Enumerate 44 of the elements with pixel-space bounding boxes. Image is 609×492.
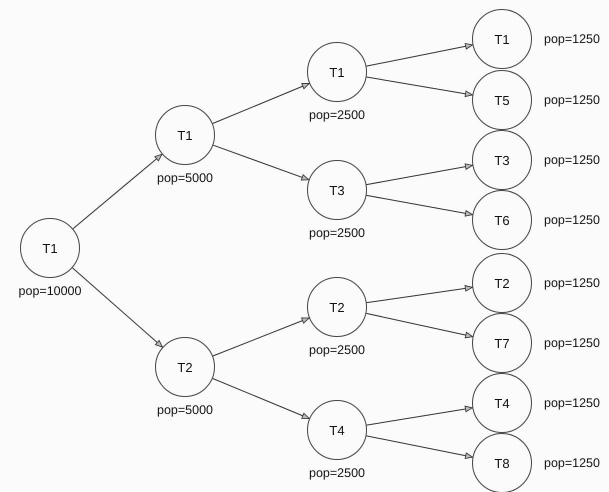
arrow (366, 43, 474, 67)
population-label: pop=1250 (544, 396, 600, 410)
arrow (366, 285, 473, 304)
population-label: pop=5000 (157, 403, 213, 417)
arrow (212, 318, 310, 356)
node-label: T7 (494, 336, 510, 350)
arrow (366, 163, 473, 186)
population-label: pop=1250 (544, 456, 600, 470)
node-label: T3 (329, 182, 345, 198)
arrow (72, 267, 163, 348)
arrow (366, 76, 473, 97)
arrow (212, 378, 310, 420)
node-label: T1 (329, 64, 345, 80)
population-label: pop=2500 (309, 343, 365, 357)
node-label: T6 (494, 212, 510, 228)
arrow (72, 154, 162, 230)
node-label: T1 (42, 240, 58, 256)
population-label: pop=1250 (544, 213, 600, 227)
node-label: T1 (494, 32, 510, 46)
node-label: T4 (329, 422, 345, 438)
node-label: T5 (494, 92, 510, 108)
arrow (366, 194, 473, 217)
node-label: T2 (329, 300, 345, 314)
population-label: pop=10000 (18, 284, 82, 298)
node-label: T4 (494, 396, 510, 410)
arrow (366, 312, 474, 338)
population-label: pop=2500 (309, 108, 365, 122)
population-label: pop=5000 (157, 171, 213, 185)
population-label: pop=1250 (544, 276, 600, 290)
node-label: T2 (177, 360, 193, 374)
node-label: T1 (177, 128, 193, 142)
population-label: pop=1250 (544, 153, 600, 167)
node-label: T2 (494, 276, 510, 290)
population-label: pop=1250 (544, 93, 600, 107)
arrow (366, 406, 473, 426)
node-label: T3 (494, 152, 510, 168)
population-label: pop=1250 (544, 32, 600, 46)
population-label: pop=1250 (544, 336, 600, 350)
arrow (212, 82, 310, 124)
population-label: pop=2500 (309, 226, 365, 240)
population-label: pop=2500 (309, 466, 365, 480)
node-label: T8 (494, 456, 510, 470)
arrow (366, 435, 474, 459)
arrow (212, 144, 310, 180)
